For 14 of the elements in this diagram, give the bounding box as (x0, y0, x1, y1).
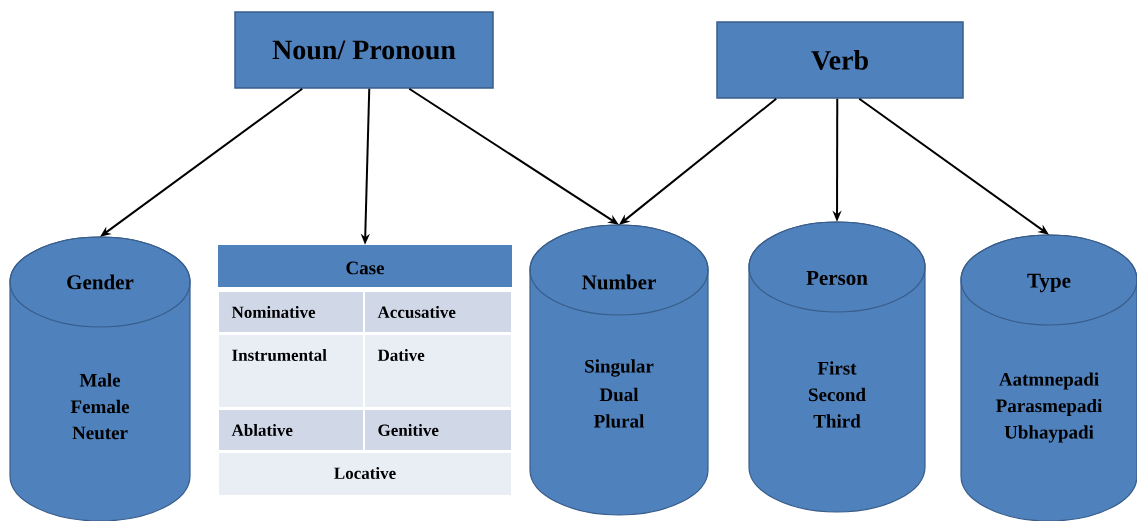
table-cell: Accusative (365, 292, 511, 332)
cylinder: Gender Male Female Neuter (9, 236, 191, 521)
table-cell: Ablative (219, 410, 363, 450)
cylinder: Person First Second Third (748, 221, 926, 513)
title-box: Verb (716, 21, 964, 99)
cylinder: Type Aatmnepadi Parasmepadi Ubhaypadi (960, 234, 1137, 521)
table-cell: Nominative (219, 292, 363, 332)
table-header: Case (218, 245, 512, 287)
title-box: Noun/ Pronoun (234, 11, 494, 89)
table-cell: Instrumental (219, 335, 363, 407)
table-cell: Genitive (365, 410, 511, 450)
table-cell: Dative (365, 335, 511, 407)
table-cell: Locative (219, 453, 511, 495)
cylinder: Number Singular Dual Plural (529, 224, 709, 516)
